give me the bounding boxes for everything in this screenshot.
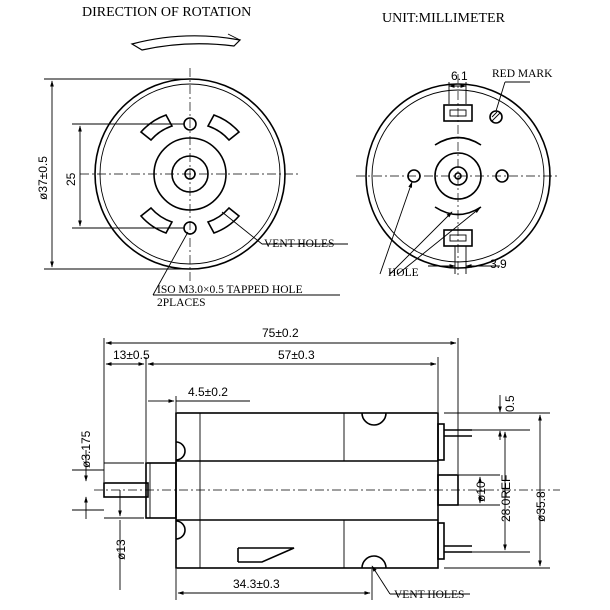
vent-slot <box>206 206 241 234</box>
side-view: 75±0.2 13±0.5 57±0.3 4.5±0.2 34.3±0.3 VE… <box>72 326 560 601</box>
vent-slot <box>139 206 174 234</box>
rear-hole-label: HOLE <box>388 267 419 279</box>
body-length-dim: 57±0.3 <box>278 348 315 362</box>
front-height-dim: 25 <box>64 172 78 186</box>
direction-of-rotation-title: DIRECTION OF ROTATION <box>82 5 251 20</box>
top-gap-dim: 0.5 <box>503 395 517 412</box>
side-terminal-top <box>437 423 445 461</box>
vent-slot <box>206 114 241 142</box>
tapped-hole-count: 2PLACES <box>157 297 206 309</box>
body-diameter-dim: ø35.8 <box>534 491 548 522</box>
shaft-diameter-dim: ø3.175 <box>79 430 93 468</box>
front-boss <box>145 462 177 519</box>
side-vent-notch <box>361 555 387 569</box>
side-vent-holes-label: VENT HOLES <box>394 589 464 601</box>
front-length-dim: 13±0.5 <box>113 348 150 362</box>
front-view: ø37±0.5 25 VENT HOLES ISO M3.0×0.5 TAPPE… <box>36 68 348 309</box>
red-mark-label: RED MARK <box>492 68 553 80</box>
rotation-arrow-icon <box>130 33 242 51</box>
tapped-hole-label: ISO M3.0×0.5 TAPPED HOLE <box>157 284 303 296</box>
overall-length-dim: 75±0.2 <box>262 326 299 340</box>
side-vent-notch <box>361 412 387 426</box>
front-vent-holes-label: VENT HOLES <box>264 238 334 250</box>
ref-dim: 28.0REF <box>499 475 513 522</box>
lower-length-dim: 34.3±0.3 <box>233 577 280 591</box>
vent-slot <box>139 114 174 142</box>
bush-diameter-dim: ø10 <box>474 481 488 502</box>
rear-view: 6.1 RED MARK HOLE 3.9 <box>356 68 560 279</box>
motor-body <box>175 412 439 569</box>
rear-width-dim: 6.1 <box>451 69 468 83</box>
side-terminal-bottom <box>437 522 445 560</box>
boss-diameter-dim: ø13 <box>114 539 128 560</box>
terminal-dim: 3.9 <box>490 257 507 271</box>
boss-length-dim: 4.5±0.2 <box>188 385 228 399</box>
unit-label: UNIT:MILLIMETER <box>382 11 506 26</box>
direction-mark-icon <box>238 547 295 563</box>
front-diameter-dim: ø37±0.5 <box>36 156 50 200</box>
